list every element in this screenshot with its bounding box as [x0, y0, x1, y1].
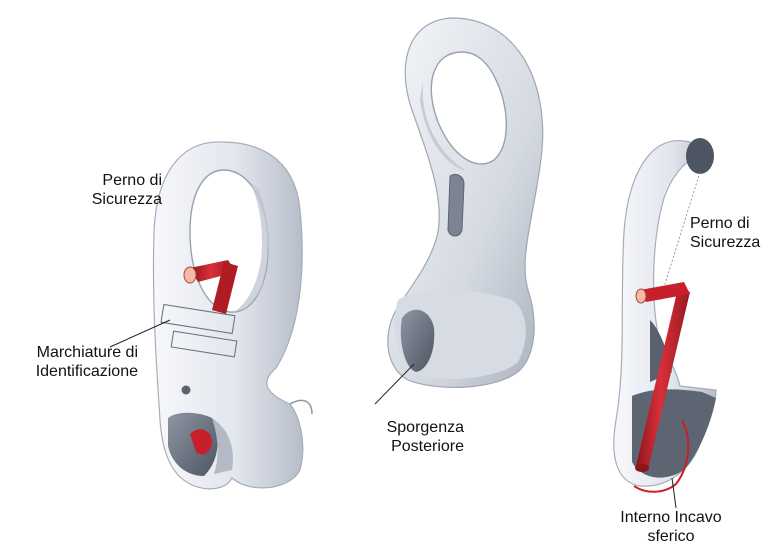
label-safety-pin-right-line1: Perno di: [690, 214, 778, 233]
label-id-markings-line2: Identificazione: [4, 362, 138, 381]
label-safety-pin-right-line2: Sicurezza: [690, 233, 778, 252]
left-pin-end: [184, 267, 196, 283]
right-pin-bottom: [635, 464, 649, 472]
leader-rear-projection: [375, 364, 414, 404]
label-safety-pin-left: Perno di Sicurezza: [66, 171, 162, 209]
right-hook: [614, 138, 716, 492]
label-id-markings: Marchiature di Identificazione: [4, 343, 138, 381]
label-safety-pin-left-line2: Sicurezza: [66, 190, 162, 209]
left-hook: [153, 142, 312, 489]
label-spherical-recess: Interno Incavo sferico: [606, 508, 736, 546]
middle-hook-slot: [448, 174, 464, 236]
right-pin-end: [636, 289, 646, 303]
label-rear-projection: Sporgenza Posteriore: [356, 418, 464, 456]
label-id-markings-line1: Marchiature di: [4, 343, 138, 362]
label-spherical-recess-line2: sferico: [606, 527, 736, 546]
middle-hook: [388, 18, 543, 387]
label-spherical-recess-line1: Interno Incavo: [606, 508, 736, 527]
label-rear-projection-line1: Sporgenza: [356, 418, 464, 437]
leader-spherical-recess: [672, 478, 676, 508]
label-rear-projection-line2: Posteriore: [356, 437, 464, 456]
label-safety-pin-left-line1: Perno di: [66, 171, 162, 190]
label-safety-pin-right: Perno di Sicurezza: [690, 214, 778, 252]
left-hook-rivet: [182, 386, 191, 395]
right-hook-tip-cap: [686, 138, 714, 174]
